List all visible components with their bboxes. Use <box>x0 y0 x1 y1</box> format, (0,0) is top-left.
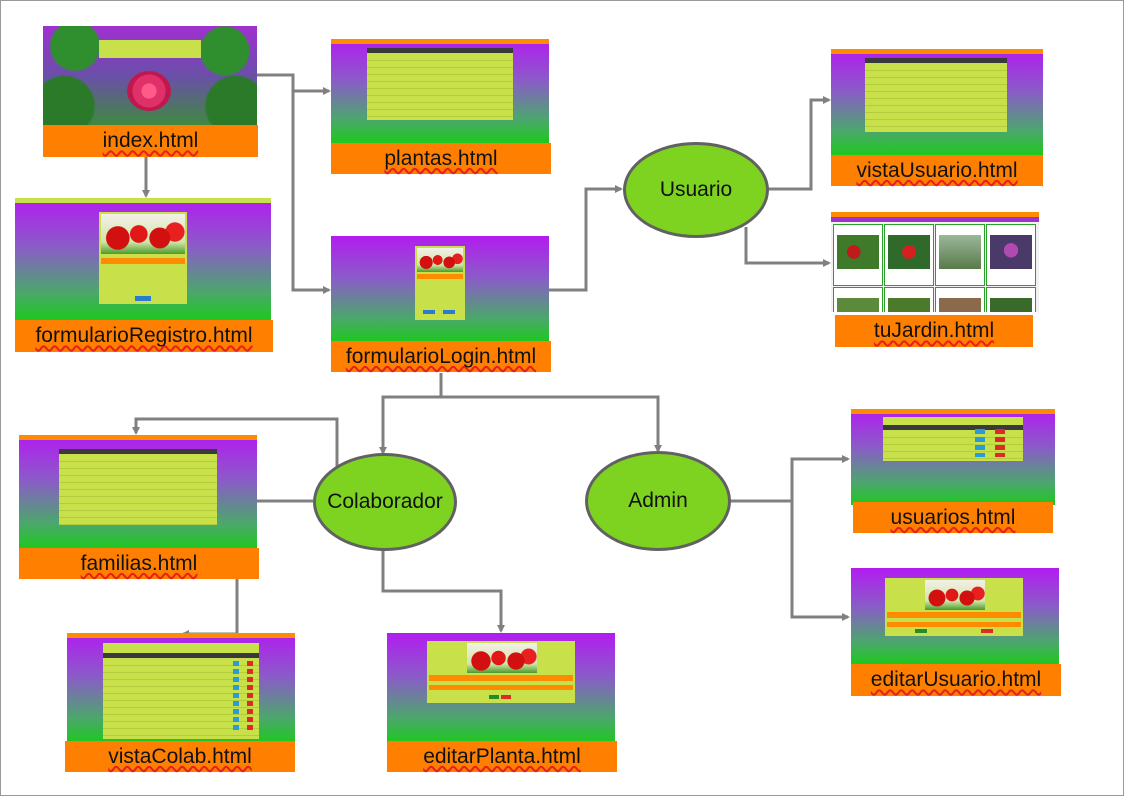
welcome-banner <box>99 40 201 58</box>
familias-screenshot <box>19 435 257 549</box>
form-header <box>417 274 463 279</box>
garden-card <box>833 287 883 312</box>
register-button <box>443 310 455 314</box>
label-plantas: plantas.html <box>331 143 551 174</box>
garden-card <box>935 224 985 286</box>
label-vistausuario: vistaUsuario.html <box>831 155 1043 186</box>
label-registro: formularioRegistro.html <box>15 320 273 352</box>
label-login: formularioLogin.html <box>331 341 551 372</box>
arrow-colaborador-familias <box>132 417 339 467</box>
form-fields <box>887 622 1021 627</box>
arrow-login-admin <box>441 395 662 453</box>
edit-buttons <box>975 429 985 457</box>
garden-card <box>935 287 985 312</box>
navbar <box>831 49 1043 54</box>
garden-card <box>884 224 934 286</box>
plantas-screenshot <box>331 39 549 143</box>
tulips-image <box>417 248 463 272</box>
edit-plant-form <box>427 641 575 703</box>
arrow-colaborador-editarplanta <box>381 549 505 633</box>
submit-button <box>135 296 151 301</box>
form-header <box>887 612 1021 618</box>
usuarios-screenshot <box>851 409 1055 505</box>
login-form <box>415 246 465 320</box>
role-colaborador: Colaborador <box>313 453 457 551</box>
garden-toolbar <box>831 217 1039 222</box>
login-screenshot <box>331 236 549 342</box>
form-header <box>101 258 185 264</box>
garden-card <box>986 287 1036 312</box>
navbar <box>851 409 1055 414</box>
editarplanta-screenshot <box>387 633 615 743</box>
delete-buttons <box>995 429 1005 457</box>
label-editarusuario: editarUsuario.html <box>851 664 1061 696</box>
edit-buttons <box>233 661 239 733</box>
label-editarplanta: editarPlanta.html <box>387 741 617 772</box>
editarusuario-screenshot <box>851 568 1059 664</box>
form-header <box>429 675 573 681</box>
label-index: index.html <box>43 125 258 157</box>
garden-card <box>884 287 934 312</box>
cancel-button <box>981 629 993 633</box>
garden-card <box>833 224 883 286</box>
role-usuario: Usuario <box>623 142 769 238</box>
login-button <box>423 310 435 314</box>
label-familias: familias.html <box>19 548 259 579</box>
tulips-image <box>101 214 185 254</box>
delete-buttons <box>247 661 253 733</box>
tulips-image <box>925 580 985 610</box>
navbar <box>15 198 271 203</box>
garden-card <box>986 224 1036 286</box>
registro-form <box>99 212 187 304</box>
user-plants-table <box>865 58 1007 132</box>
label-tujardin: tuJardin.html <box>835 315 1033 347</box>
role-admin: Admin <box>585 451 731 551</box>
index-screenshot <box>43 26 257 126</box>
vistausuario-screenshot <box>831 49 1043 155</box>
save-button <box>915 629 927 633</box>
tulips-image <box>467 643 537 673</box>
registro-screenshot <box>15 198 271 320</box>
label-usuarios: usuarios.html <box>853 502 1053 533</box>
edit-user-form <box>885 578 1023 636</box>
arrow-index-login <box>257 73 331 294</box>
cancel-button <box>501 695 511 699</box>
navbar <box>19 435 257 440</box>
navbar <box>331 39 549 44</box>
navbar <box>67 633 295 638</box>
arrow-usuario-vistausuario <box>767 96 831 191</box>
plants-table <box>367 48 513 120</box>
arrow-login-colaborador <box>379 373 443 455</box>
form-fields <box>429 685 573 690</box>
users-table <box>883 417 1023 461</box>
arrow-admin-usuarios <box>731 455 850 503</box>
vistacolab-screenshot <box>67 633 295 743</box>
rose-image <box>127 71 171 111</box>
arrow-admin-editarusuario <box>790 501 850 621</box>
arrow-login-usuario <box>549 185 623 292</box>
label-vistacolab: vistaColab.html <box>65 741 295 772</box>
families-table <box>59 449 217 525</box>
save-button <box>489 695 499 699</box>
navbar <box>831 212 1039 217</box>
arrow-usuario-tujardin <box>744 227 831 267</box>
tujardin-screenshot <box>831 212 1039 312</box>
